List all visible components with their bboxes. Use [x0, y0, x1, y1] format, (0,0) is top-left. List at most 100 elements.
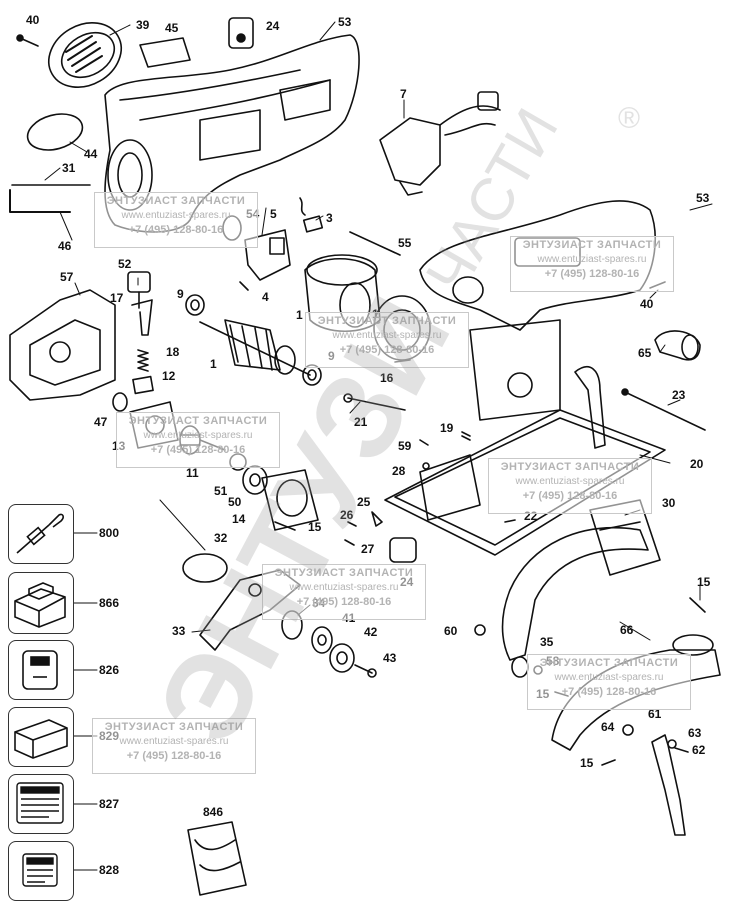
screw-40-icon — [16, 34, 39, 47]
watermark-title: ЭНТУЗИАСТ ЗАПЧАСТИ — [128, 415, 268, 427]
nut-28-icon — [422, 462, 430, 470]
bearing-9-icon — [185, 294, 205, 316]
part-number: 20 — [690, 457, 704, 471]
watermark-phone: +7 (495) 128-80-16 — [561, 686, 657, 698]
watermark-title: ЭНТУЗИАСТ ЗАПЧАСТИ — [539, 657, 679, 669]
part-number-866: 866 — [99, 596, 120, 610]
part-number: 9 — [177, 287, 184, 301]
watermark-box: ЭНТУЗИАСТ ЗАПЧАСТИ www.entuziast-spares.… — [92, 718, 256, 774]
base-plate-20-icon — [384, 366, 666, 556]
button-24-icon — [389, 537, 417, 563]
part-number: 50 — [228, 495, 242, 509]
screw-59-icon — [419, 439, 429, 446]
watermark-box: ЭНТУЗИАСТ ЗАПЧАСТИ www.entuziast-spares.… — [488, 458, 652, 514]
screw-15-right-icon — [689, 597, 706, 613]
part-number: 12 — [162, 369, 176, 383]
part-number: 23 — [672, 388, 686, 402]
part-number: 45 — [165, 21, 179, 35]
watermark-url: www.entuziast-spares.ru — [515, 476, 625, 487]
flange-42-icon — [329, 643, 355, 673]
screw-19-icon — [461, 431, 471, 441]
part-number: 27 — [361, 542, 375, 556]
part-number: 30 — [662, 496, 676, 510]
part-number: 32 — [214, 531, 228, 545]
end-cap-39-icon — [48, 22, 122, 88]
o-ring-44-icon — [26, 113, 84, 151]
part-number: 63 — [688, 726, 702, 740]
part-number: 40 — [26, 13, 40, 27]
part-number: 43 — [383, 651, 397, 665]
part-number: 35 — [540, 635, 554, 649]
part-number: 53 — [338, 15, 352, 29]
bushing-35-icon — [511, 656, 529, 678]
screw-15-bottom-icon — [601, 759, 616, 766]
watermark-phone: +7 (495) 128-80-16 — [522, 490, 618, 502]
brush-holder-5-icon — [244, 229, 291, 281]
bolt-21-icon — [343, 393, 406, 411]
part-number: 7 — [400, 87, 407, 101]
part-number: 11 — [186, 466, 199, 480]
leader-lines — [44, 21, 713, 641]
watermark-url: www.entuziast-spares.ru — [143, 430, 253, 441]
part-number: 55 — [398, 236, 412, 250]
part-number: 40 — [640, 297, 654, 311]
label-45-icon — [139, 37, 191, 68]
part-number-828: 828 — [99, 863, 120, 877]
accessory-box-866 — [8, 572, 74, 634]
watermark-url: www.entuziast-spares.ru — [332, 330, 442, 341]
lever-17-icon — [131, 299, 153, 336]
watermark-url: www.entuziast-spares.ru — [119, 736, 229, 747]
watermark-title: ЭНТУЗИАСТ ЗАПЧАСТИ — [106, 195, 246, 207]
charger-label-icon — [22, 650, 58, 690]
watermark-url: www.entuziast-spares.ru — [289, 582, 399, 593]
part-number: 42 — [364, 625, 378, 639]
nut-60-icon — [474, 624, 486, 636]
part-number: 60 — [444, 624, 458, 638]
part-number: 61 — [648, 707, 662, 721]
watermark-title: ЭНТУЗИАСТ ЗАПЧАСТИ — [522, 239, 662, 251]
armature-1-icon — [199, 319, 311, 376]
part-number: 59 — [398, 439, 412, 453]
part-number: 18 — [166, 345, 180, 359]
trigger-52-icon — [127, 271, 151, 309]
part-number: 44 — [84, 147, 98, 161]
part-number: 47 — [94, 415, 108, 429]
watermark-phone: +7 (495) 128-80-16 — [128, 224, 224, 236]
part-number: 15 — [580, 756, 594, 770]
screw-27-icon — [344, 539, 355, 546]
flange-41-icon — [311, 626, 333, 654]
hardware-bag-846-icon — [187, 821, 247, 896]
rod-23-icon — [621, 388, 706, 431]
switch-assembly-7-icon — [379, 91, 501, 196]
part-number: 16 — [380, 371, 394, 385]
part-number: 846 — [203, 805, 224, 819]
lever-61-icon — [651, 734, 686, 836]
part-number: 15 — [308, 520, 322, 534]
accessory-leader-lines — [72, 532, 98, 871]
work-light-icon — [16, 513, 64, 554]
cap-65-icon — [654, 330, 701, 361]
part-number: 46 — [58, 239, 72, 253]
watermark-box: ЭНТУЗИАСТ ЗАПЧАСТИ www.entuziast-spares.… — [262, 564, 426, 620]
washer-63-icon — [667, 739, 677, 749]
watermark-phone: +7 (495) 128-80-16 — [150, 444, 246, 456]
warning-label-icon — [16, 782, 64, 824]
charger-icon — [14, 719, 68, 759]
ring-32-icon — [182, 553, 228, 583]
part-number: 5 — [270, 207, 277, 221]
registered-mark: ® — [618, 102, 641, 135]
watermark-phone: +7 (495) 128-80-16 — [296, 596, 392, 608]
screw-4-icon — [239, 281, 249, 291]
part-number: 26 — [340, 508, 354, 522]
bolt-43-icon — [354, 664, 377, 678]
watermark-box: ЭНТУЗИАСТ ЗАПЧАСТИ www.entuziast-spares.… — [527, 654, 691, 710]
watermark-phone: +7 (495) 128-80-16 — [544, 268, 640, 280]
part-number: 64 — [601, 720, 615, 734]
nut-64-icon — [622, 724, 634, 736]
part-number: 33 — [172, 624, 186, 638]
accessory-box-828 — [8, 841, 74, 901]
gear-case-14-icon — [261, 469, 319, 531]
brush-3-icon — [299, 197, 324, 233]
part-number: 53 — [696, 191, 710, 205]
